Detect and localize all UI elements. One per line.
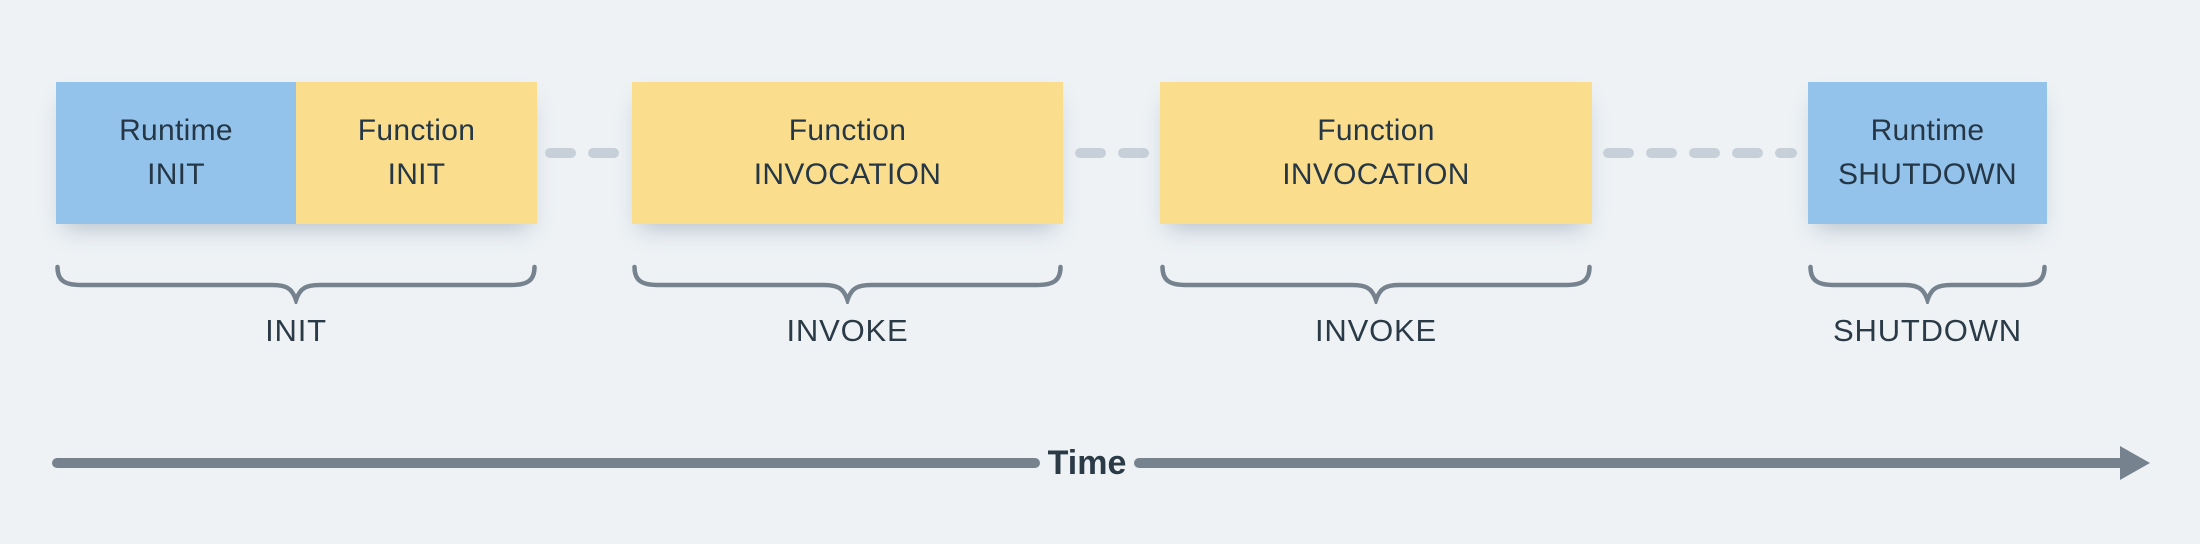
init-brace <box>55 264 537 304</box>
dashed-connector-2 <box>1075 148 1155 158</box>
function-invocation-box-2-line2: INVOCATION <box>1282 158 1470 191</box>
shutdown-brace <box>1808 264 2047 304</box>
time-axis-line-left <box>52 458 1040 468</box>
dashed-connector-3 <box>1603 148 1797 158</box>
invoke-phase-label-1: INVOKE <box>786 313 909 348</box>
invoke-brace-2 <box>1160 264 1592 304</box>
invoke-phase-box-group-1: Function INVOCATION <box>632 82 1063 224</box>
runtime-shutdown-box: Runtime SHUTDOWN <box>1808 82 2047 224</box>
time-axis-line-right <box>1134 446 2150 480</box>
invoke-phase-box-group-2: Function INVOCATION <box>1160 82 1592 224</box>
invoke-brace-1 <box>632 264 1063 304</box>
time-axis-arrowhead-icon <box>2120 446 2150 480</box>
function-invocation-box-2: Function INVOCATION <box>1160 82 1592 224</box>
init-phase-label: INIT <box>265 313 327 348</box>
runtime-shutdown-box-line2: SHUTDOWN <box>1837 158 2018 191</box>
invoke-phase-label-2: INVOKE <box>1315 313 1437 348</box>
function-invocation-box-1: Function INVOCATION <box>632 82 1063 224</box>
function-init-box: Function INIT <box>296 82 537 224</box>
function-invocation-box-2-line1: Function <box>1317 114 1435 147</box>
shutdown-phase-box-group: Runtime SHUTDOWN <box>1808 82 2047 224</box>
shutdown-phase-label: SHUTDOWN <box>1833 313 2022 348</box>
runtime-shutdown-box-line1: Runtime <box>1870 114 1985 147</box>
time-axis-label: Time <box>1047 443 1127 482</box>
time-axis: Time <box>52 443 2150 482</box>
dashed-connector-1 <box>545 148 625 158</box>
runtime-init-box-line1: Runtime <box>119 114 233 147</box>
init-phase-box-group: Runtime INIT Function INIT <box>56 82 537 224</box>
function-invocation-box-1-line1: Function <box>788 114 907 147</box>
function-init-box-line2: INIT <box>387 158 446 191</box>
function-invocation-box-1-line2: INVOCATION <box>753 158 942 191</box>
runtime-init-box: Runtime INIT <box>56 82 296 224</box>
runtime-init-box-line2: INIT <box>147 158 205 191</box>
function-init-box-line1: Function <box>357 114 476 147</box>
